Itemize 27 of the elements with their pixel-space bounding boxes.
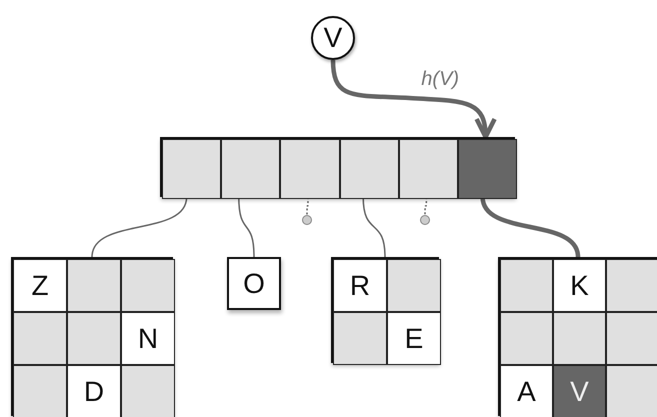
- letter-cell: O: [227, 257, 281, 310]
- table-slot: [398, 139, 458, 199]
- key-circle: V: [311, 16, 355, 60]
- connector-line: [238, 196, 255, 258]
- connector-line: [362, 196, 386, 258]
- null-pointer-dot: [420, 215, 430, 225]
- bucket-grid: [498, 257, 657, 416]
- table-slot: [221, 139, 280, 199]
- letter-cell: N: [121, 312, 175, 365]
- table-slot: [280, 139, 340, 199]
- table-slot: [340, 139, 399, 199]
- connector-line: [91, 196, 188, 258]
- arrow: [330, 60, 496, 140]
- bucket-grid: [11, 257, 173, 416]
- letter-cell: K: [553, 259, 606, 312]
- letter-cell: D: [67, 365, 121, 417]
- letter-cell: V: [553, 365, 606, 417]
- letter-cell: Z: [13, 259, 67, 312]
- letter-cell: E: [387, 312, 441, 365]
- table-slot: [162, 139, 222, 199]
- target-slot: [458, 139, 518, 199]
- letter-cell: R: [333, 259, 387, 312]
- letter-cell: A: [500, 365, 553, 417]
- connector-line: [480, 196, 580, 258]
- hash-table: [160, 137, 515, 197]
- bucket-grid: [331, 257, 439, 363]
- null-pointer-dot: [302, 215, 312, 225]
